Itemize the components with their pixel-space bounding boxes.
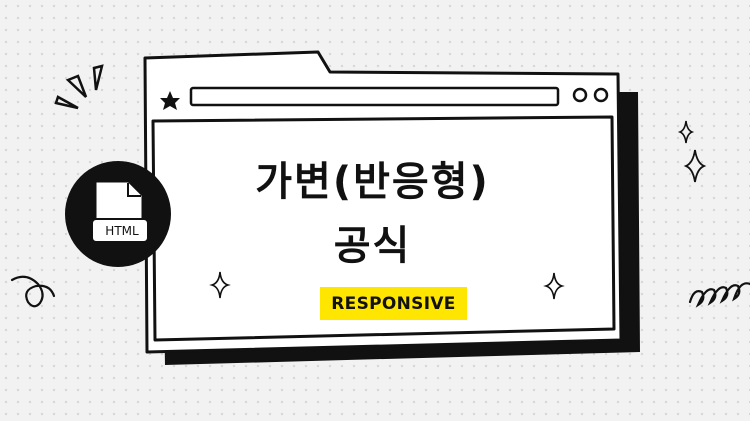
star-icon xyxy=(160,91,180,110)
file-label-box xyxy=(91,218,149,243)
sparkle-icon xyxy=(677,120,695,144)
spring-doodle xyxy=(688,282,750,308)
responsive-badge: RESPONSIVE xyxy=(320,287,467,320)
file-type-label: HTML xyxy=(105,223,139,238)
window-button-icon xyxy=(593,87,609,103)
address-bar xyxy=(189,86,560,107)
browser-content-area xyxy=(151,115,616,342)
burst-lines-icon xyxy=(54,64,104,110)
page-title: 가변(반응형) 공식 xyxy=(150,150,595,278)
title-line: 가변(반응형) xyxy=(255,159,490,205)
title-line: 공식 xyxy=(333,223,412,269)
sparkle-icon xyxy=(209,271,231,299)
sparkle-icon xyxy=(683,149,707,183)
window-button-icon xyxy=(572,87,588,103)
file-fold xyxy=(127,183,141,197)
sparkle-icon xyxy=(543,272,565,300)
swirl-doodle xyxy=(10,275,56,308)
